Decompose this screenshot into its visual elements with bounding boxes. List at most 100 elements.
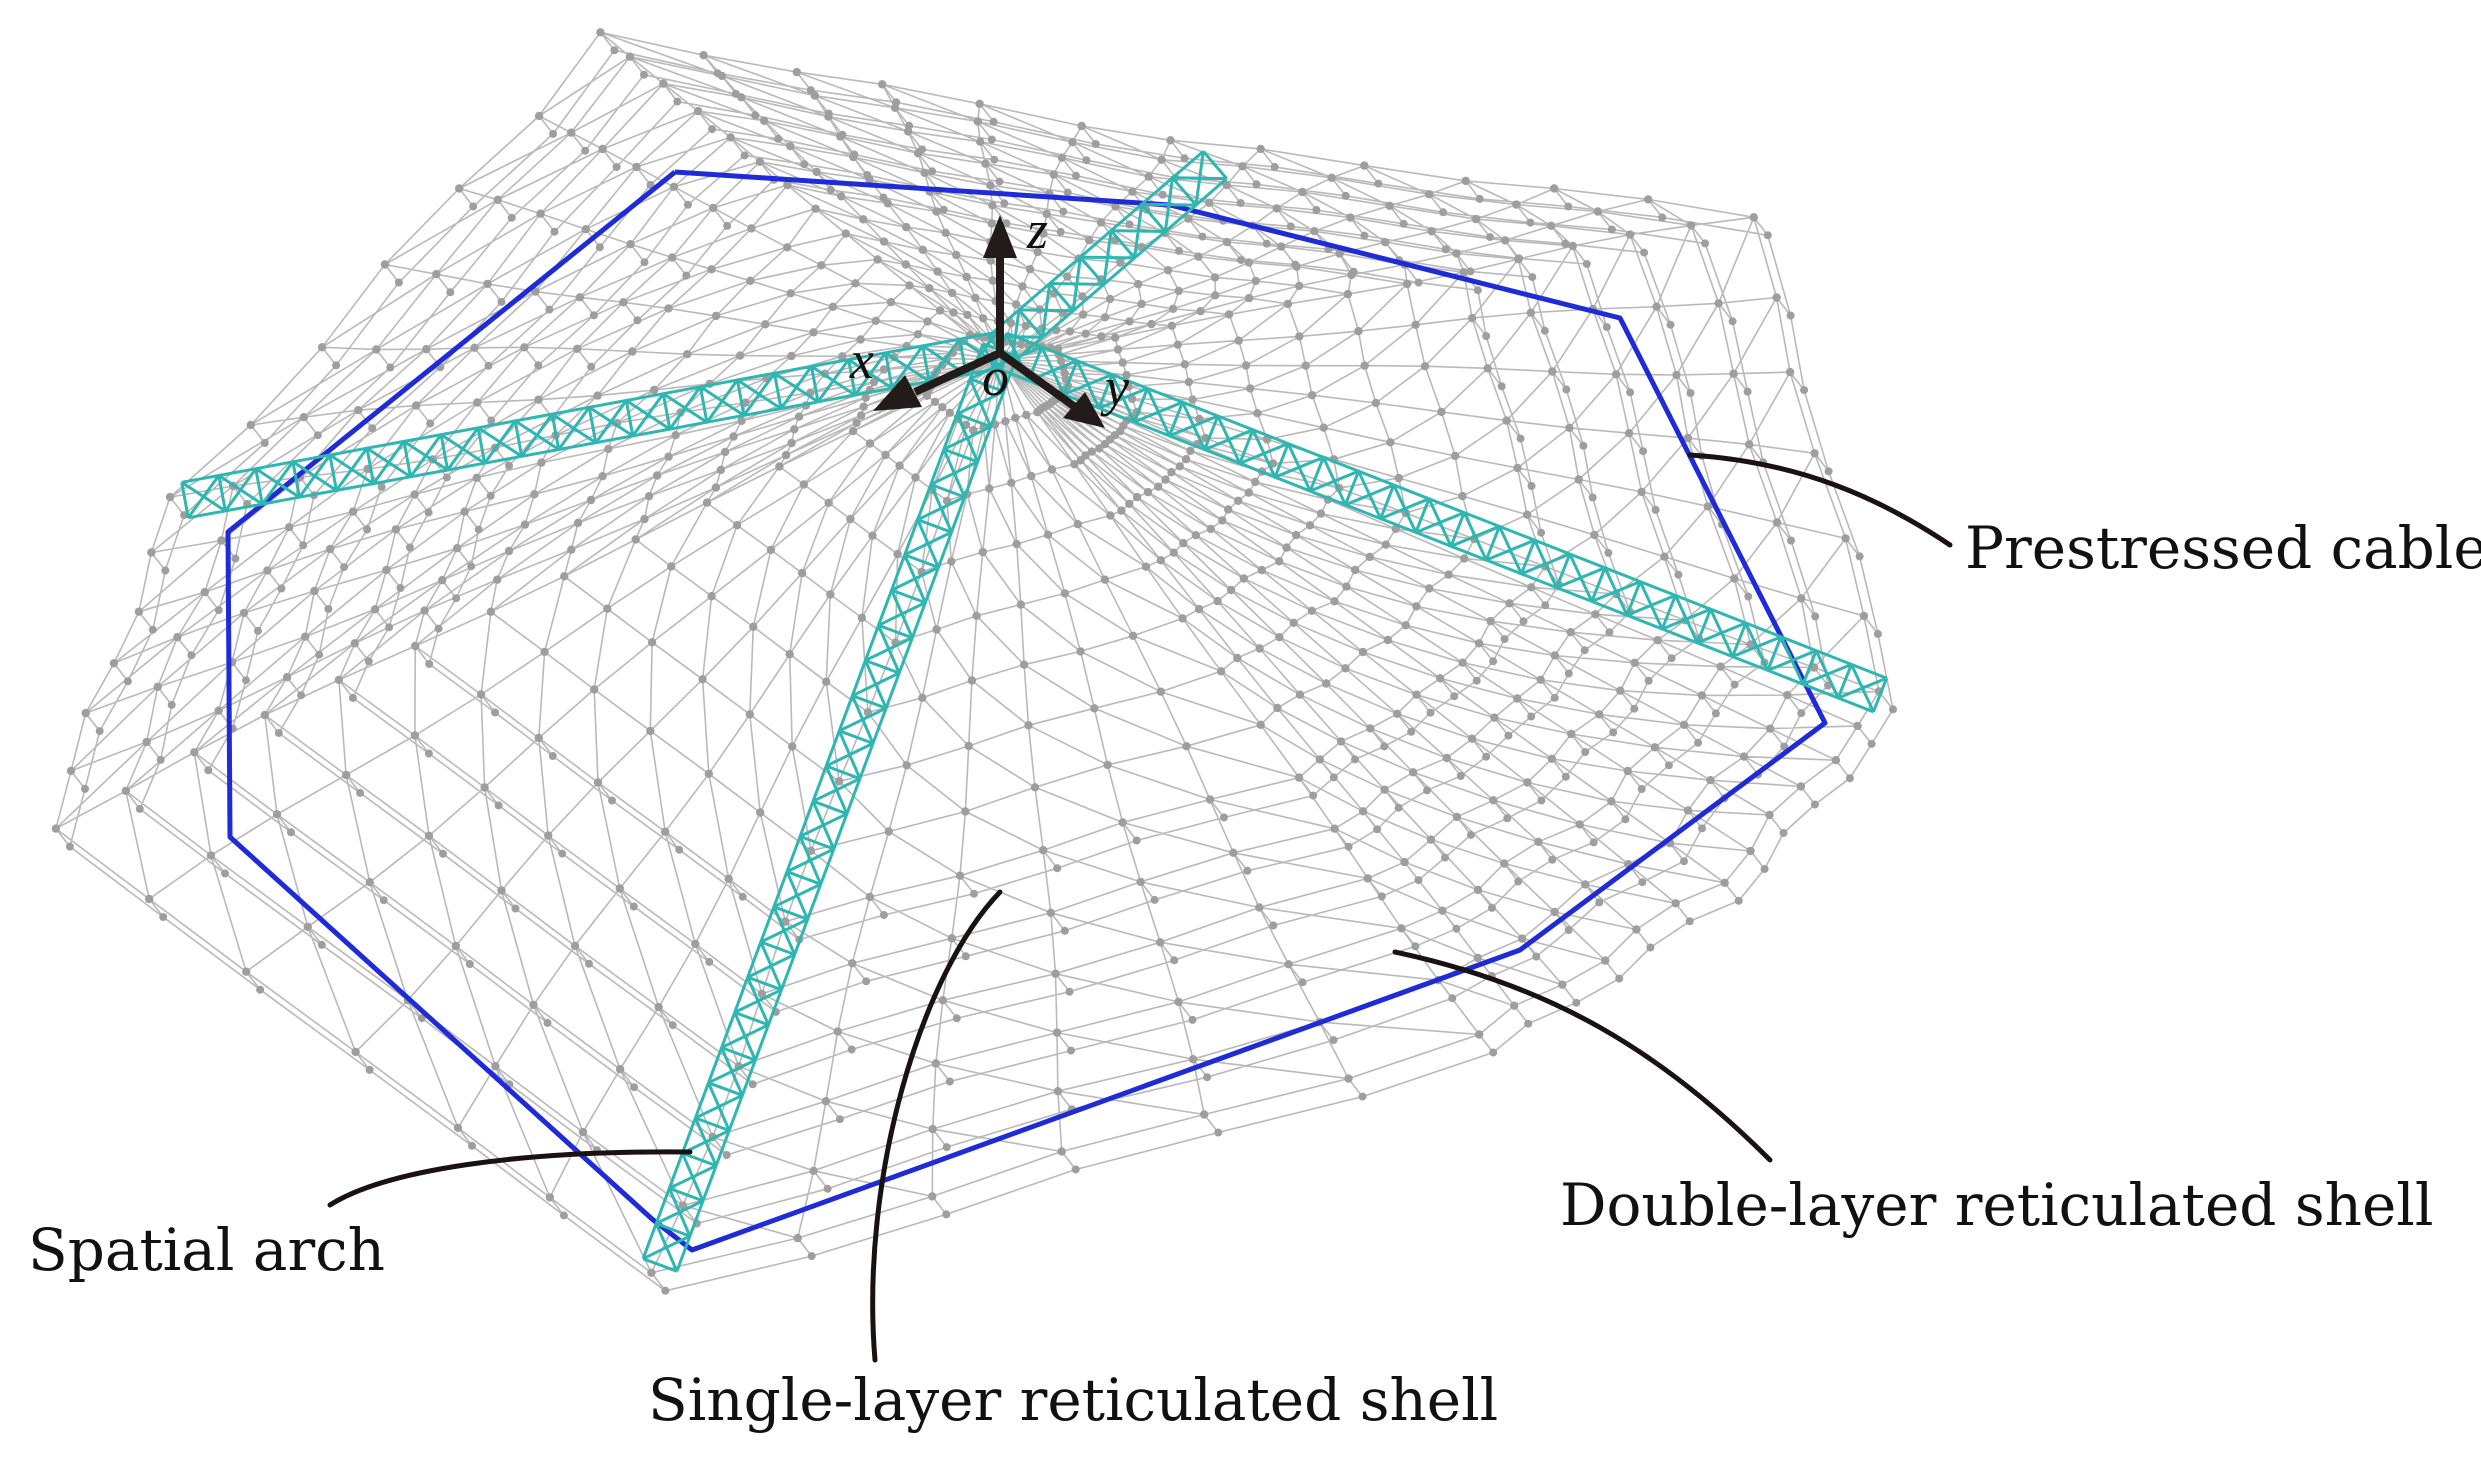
mesh-node (1589, 838, 1598, 847)
mesh-node (424, 749, 433, 758)
mesh-node (1018, 282, 1027, 291)
mesh-node (1605, 628, 1614, 637)
mesh-node (484, 361, 493, 370)
mesh-node (581, 146, 590, 155)
mesh-node (1574, 475, 1583, 484)
mesh-node (1122, 370, 1131, 380)
mesh-node (1716, 662, 1725, 671)
mesh-node (1632, 925, 1641, 934)
mesh-node (153, 682, 162, 692)
mesh-node (881, 450, 890, 460)
mesh-node (1174, 286, 1184, 296)
mesh-node (1575, 820, 1584, 829)
mesh-node (558, 849, 567, 858)
mesh-node (1226, 585, 1236, 595)
mesh-node (470, 343, 479, 352)
mesh-node (1516, 434, 1525, 443)
mesh-node (372, 345, 381, 354)
mesh-node (1473, 286, 1482, 295)
mesh-node (675, 845, 684, 854)
mesh-node (1298, 187, 1307, 197)
mesh-node (1593, 207, 1603, 216)
mesh-node (847, 1045, 856, 1054)
mesh-node (905, 121, 914, 130)
mesh-node (1011, 413, 1020, 422)
mesh-node (480, 783, 489, 792)
mesh-node (1167, 468, 1176, 477)
mesh-node (334, 675, 344, 685)
mesh-node (1550, 184, 1559, 193)
mesh-node (1564, 202, 1573, 211)
mesh-node (1400, 857, 1409, 867)
double-layer-shell-leader (1392, 949, 1773, 1163)
mesh-node (1251, 477, 1260, 487)
mesh-node (961, 952, 970, 961)
mesh-node (1257, 565, 1267, 575)
mesh-node (1056, 227, 1065, 236)
mesh-node (781, 917, 790, 926)
mesh-node (1441, 853, 1449, 862)
spatial-arch-south (641, 342, 1019, 1273)
mesh-node (724, 874, 733, 883)
mesh-node (451, 941, 460, 951)
mesh-node (1179, 538, 1188, 548)
mesh-node (650, 385, 659, 395)
mesh-node (1666, 320, 1675, 329)
mesh-node (1637, 487, 1646, 497)
mesh-node (1351, 755, 1359, 764)
mesh-node (260, 710, 269, 720)
mesh-node (1639, 447, 1648, 456)
mesh-node (1581, 880, 1590, 889)
mesh-node (1063, 188, 1072, 197)
mesh-node (363, 525, 372, 534)
mesh-node (1113, 345, 1123, 354)
mesh-node (1358, 647, 1368, 657)
mesh-members (55, 31, 1894, 1292)
mesh-node (1380, 742, 1389, 751)
mesh-node (424, 831, 434, 840)
mesh-node (1547, 221, 1556, 230)
mesh-node (161, 566, 170, 575)
mesh-node (988, 276, 997, 285)
mesh-node (529, 1000, 538, 1010)
mesh-node (865, 892, 875, 902)
mesh-node (1523, 778, 1532, 787)
mesh-node (631, 535, 640, 544)
mesh-node (256, 985, 265, 994)
mesh-node (1450, 451, 1460, 461)
mesh-node (1307, 606, 1317, 615)
mesh-node (442, 473, 451, 482)
mesh-node (1360, 161, 1369, 170)
mesh-node (1053, 864, 1062, 873)
mesh-node (987, 219, 996, 228)
mesh-node (1625, 230, 1635, 239)
y-axis-arrowhead (1063, 392, 1105, 428)
mesh-node (1076, 456, 1085, 465)
mesh-node (573, 518, 583, 528)
mesh-node (66, 766, 76, 776)
mesh-node (942, 1143, 951, 1152)
mesh-node (1590, 530, 1599, 540)
mesh-node (859, 215, 868, 224)
mesh-node (1030, 783, 1040, 792)
mesh-node (1841, 534, 1850, 543)
mesh-node (729, 432, 738, 441)
mesh-node (935, 306, 945, 315)
mesh-node (1580, 646, 1589, 655)
mesh-node (1644, 676, 1653, 685)
mesh-node (1526, 218, 1535, 227)
mesh-node (1043, 530, 1053, 539)
mesh-node (1039, 229, 1048, 238)
mesh-node (963, 310, 972, 320)
mesh-node (1011, 300, 1021, 309)
mesh-node (313, 431, 322, 440)
mesh-node (1653, 636, 1662, 645)
mesh-node (1393, 709, 1402, 718)
mesh-node (1056, 356, 1066, 366)
mesh-node (979, 314, 988, 323)
mesh-node (452, 594, 461, 603)
mesh-node (1161, 475, 1170, 484)
mesh-node (749, 622, 758, 631)
mesh-node (1414, 278, 1423, 287)
mesh-node (1019, 660, 1029, 669)
